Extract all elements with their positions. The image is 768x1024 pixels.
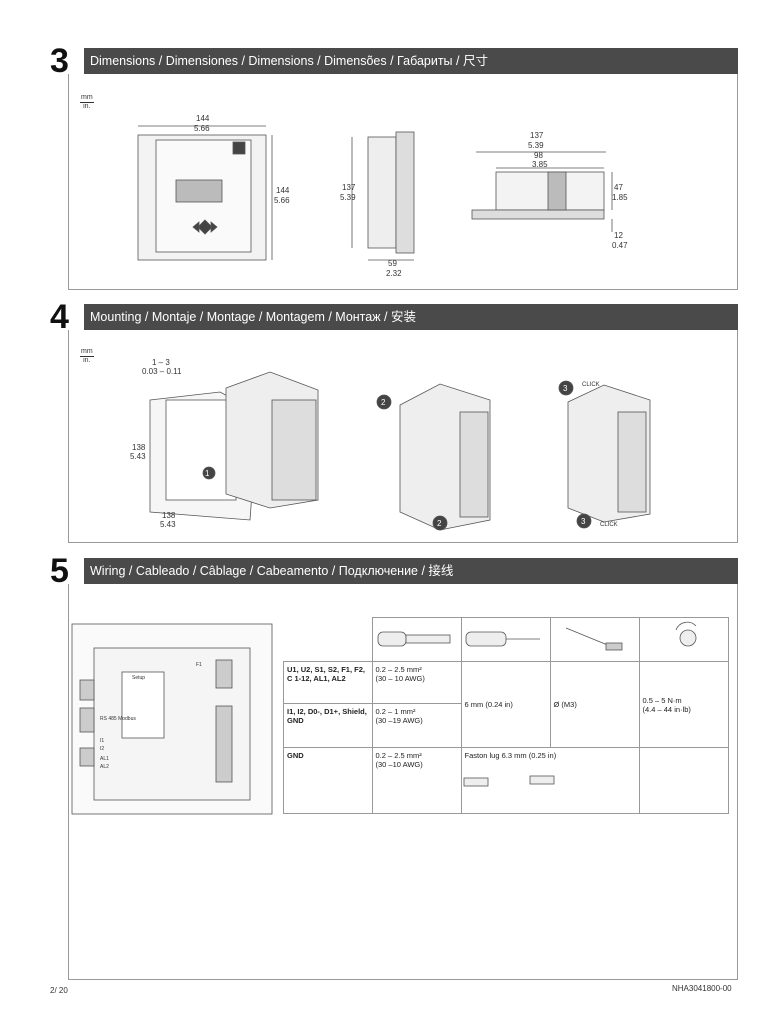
section-title-wiring: Wiring / Cableado / Câblage / Cabeamento… [84, 558, 738, 584]
mounting-device-rear [225, 371, 319, 509]
cutout-height-mm: 138 [132, 443, 146, 452]
wiring-table: U1, U2, S1, S2, F1, F2, C 1-12, AL1, AL2… [283, 617, 729, 814]
strip-length: 6 mm (0.24 in) [460, 661, 551, 748]
mounting-frame [68, 330, 738, 543]
panel-thickness-in: 0.03 – 0.11 [142, 367, 182, 376]
section-title-dimensions: Dimensions / Dimensiones / Dimensions / … [84, 48, 738, 74]
wiring-al2-label: AL2 [100, 764, 109, 770]
top-inner-mm: 98 [534, 151, 543, 160]
mounting-step2 [376, 383, 491, 531]
step-badge-1: 1 [205, 469, 210, 478]
terminal-group-1: U1, U2, S1, S2, F1, F2, C 1-12, AL1, AL2 [283, 661, 373, 704]
page-number: 2/ 20 [50, 986, 68, 995]
document-id: NHA3041800-00 [672, 984, 732, 993]
section-row-2: 0.2 – 1 mm² (30 –19 AWG) [371, 703, 462, 748]
section-number-3: 3 [50, 42, 69, 80]
terminal-group-2: I1, I2, D0-, D1+, Shield, GND [283, 703, 373, 748]
torque-header [638, 617, 729, 662]
wiring-al1-label: AL1 [100, 756, 109, 762]
section-row-1: 0.2 – 2.5 mm² (30 – 10 AWG) [371, 661, 462, 704]
stripped-header [460, 617, 551, 662]
depth-mm: 59 [388, 259, 397, 268]
wiring-frame [68, 584, 738, 980]
empty-cell [638, 747, 729, 814]
step-badge-2b: 2 [437, 519, 442, 528]
top-height-mm: 47 [614, 183, 623, 192]
cutout-width-mm: 138 [162, 511, 176, 520]
front-width-mm: 144 [196, 114, 210, 123]
front-height-in: 5.66 [274, 196, 290, 205]
section-title-mounting: Mounting / Montaje / Montage / Montagem … [84, 304, 738, 330]
wiring-i1-label: I1 [100, 738, 104, 744]
cutout-width-in: 5.43 [160, 520, 176, 529]
top-width-mm: 137 [530, 131, 544, 140]
side-view-drawing [351, 131, 415, 261]
front-view-drawing [137, 125, 273, 261]
side-height-mm: 137 [342, 183, 356, 192]
wiring-device-drawing [71, 623, 273, 815]
wiring-f1-label: F1 [196, 662, 202, 668]
panel-thickness-mm: 1 – 3 [152, 358, 170, 367]
top-inner-in: 3.85 [532, 160, 548, 169]
front-height-mm: 144 [276, 186, 290, 195]
section-row-3: 0.2 – 2.5 mm² (30 –10 AWG) [371, 747, 462, 814]
top-base-mm: 12 [614, 231, 623, 240]
side-height-in: 5.39 [340, 193, 356, 202]
step-badge-3a: 3 [563, 384, 568, 393]
depth-in: 2.32 [386, 269, 402, 278]
front-width-in: 5.66 [194, 124, 210, 133]
click-label-bottom: CLICK [600, 522, 618, 528]
screwdriver-size: Ø (M3) [549, 661, 640, 748]
top-width-in: 5.39 [528, 141, 544, 150]
dimensions-frame [68, 74, 738, 290]
top-view-drawing [471, 151, 613, 232]
wiring-rs485-label: RS 485 Modbus [100, 716, 136, 722]
cutout-height-in: 5.43 [130, 452, 146, 461]
faston-lug: Faston lug 6.3 mm (0.25 in) [460, 747, 640, 814]
section-number-4: 4 [50, 298, 69, 336]
top-base-in: 0.47 [612, 241, 628, 250]
section-number-5: 5 [50, 552, 69, 590]
step-badge-2a: 2 [381, 398, 386, 407]
terminal-group-3: GND [283, 747, 373, 814]
step-badge-3b: 3 [581, 517, 586, 526]
ferrule-header [371, 617, 462, 662]
torque-value: 0.5 – 5 N·m (4.4 – 44 in·lb) [638, 661, 729, 748]
wiring-setup-label: Setup [132, 675, 145, 681]
screwdriver-header [549, 617, 640, 662]
wiring-i2-label: I2 [100, 746, 104, 752]
click-label-top: CLICK [582, 382, 600, 388]
mounting-step3 [558, 380, 651, 529]
top-height-in: 1.85 [612, 193, 628, 202]
